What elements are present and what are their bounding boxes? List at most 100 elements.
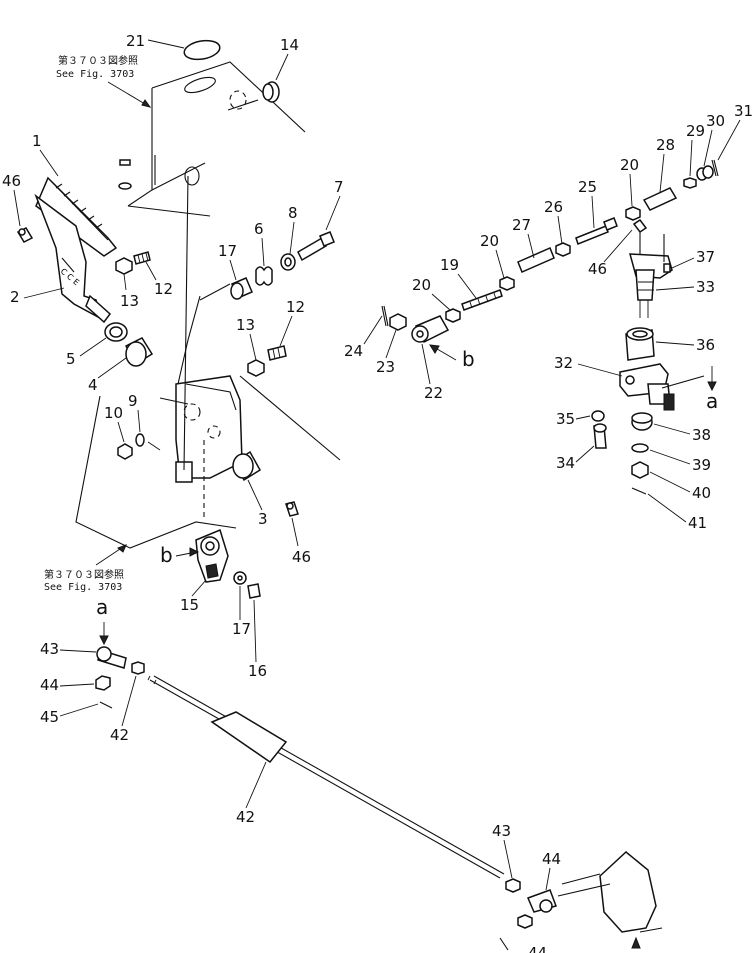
part-45-cotter-pin (99, 701, 113, 709)
reference-jp: 第３７０３図参照 (44, 568, 124, 581)
part-14-grommet (262, 81, 280, 103)
injection-pump-lever (557, 851, 663, 933)
letter-b-left: b (160, 543, 173, 567)
part-12-bolt-middle (267, 345, 287, 361)
part-35-bushing (625, 327, 655, 361)
part-6-spring (255, 266, 273, 286)
label-35: 36 (696, 336, 715, 354)
part-3-bushing (232, 450, 262, 482)
part-24-threaded-rod (575, 217, 618, 245)
lower-cotter (499, 937, 509, 951)
label-11: 10 (104, 404, 123, 422)
part-8-washer (280, 253, 296, 271)
part-7-bolt (297, 231, 335, 262)
part-37-bushing (631, 412, 653, 431)
part-44-nut-upper (95, 675, 111, 691)
part-46-grease-fitting-middle (285, 501, 299, 517)
reference-note-bottom: 第３７０３図参照 See Fig. 3703 (44, 544, 127, 593)
part-13-nut-upper (115, 257, 133, 275)
part-22-nut (389, 313, 407, 331)
label-18: 17 (232, 620, 251, 638)
label-22: 23 (376, 358, 395, 376)
label-24: 25 (578, 178, 597, 196)
label-13-upper: 13 (120, 292, 139, 310)
floor-panel (127, 61, 306, 217)
label-46-middle: 46 (292, 548, 311, 566)
label-1: 1 (32, 132, 42, 150)
label-44-lower: 44 (528, 944, 547, 953)
label-43-upper: 43 (40, 640, 59, 658)
label-44-upper: 44 (40, 676, 59, 694)
part-42-nut-upper (131, 661, 145, 675)
label-37: 38 (692, 426, 711, 444)
part-43-rod-end-upper (96, 646, 127, 669)
part-16-lever (195, 528, 229, 583)
part-20-nut-b (499, 276, 515, 291)
part-4-bushing (124, 337, 154, 367)
part-20-nut-c (625, 206, 641, 221)
label-46-left: 46 (2, 172, 21, 190)
label-26: 27 (512, 216, 531, 234)
label-31: 32 (554, 354, 573, 372)
label-20-b: 20 (480, 232, 499, 250)
label-34: 35 (556, 410, 575, 428)
part-21-rod-end (411, 315, 450, 344)
part-31-bracket (619, 363, 705, 411)
label-41: 42 (236, 808, 255, 826)
label-19: 19 (440, 256, 459, 274)
label-16: 15 (180, 596, 199, 614)
letter-a-left: a (96, 595, 108, 619)
part-42-nut-lower (505, 878, 521, 893)
part-29-washer (696, 165, 714, 181)
label-23: 24 (344, 342, 363, 360)
letter-b-right: b (462, 347, 475, 371)
part-46-grease-fitting-right (632, 218, 648, 254)
label-33: 34 (556, 454, 575, 472)
label-20-c: 20 (620, 156, 639, 174)
label-12-upper: 12 (154, 280, 173, 298)
label-21: 22 (424, 384, 443, 402)
label-27: 28 (656, 136, 675, 154)
label-42-upper: 42 (110, 726, 129, 744)
label-9: 17 (218, 242, 237, 260)
reference-en: See Fig. 3703 (44, 582, 122, 593)
accelerator-pedal: C C E (34, 176, 118, 324)
part-18-washer (233, 571, 247, 585)
label-10: 9 (128, 392, 138, 410)
label-43-lower: 44 (542, 850, 561, 868)
part-46-grease-fitting-left (16, 227, 34, 243)
label-13-middle: 13 (236, 316, 255, 334)
reference-en: See Fig. 3703 (56, 69, 134, 80)
part-5-washer (104, 322, 128, 342)
part-43-rod-end-lower (526, 889, 557, 913)
part-15-plug (183, 39, 221, 61)
label-32: 33 (696, 278, 715, 296)
label-5: 5 (66, 350, 76, 368)
label-29: 30 (706, 112, 725, 130)
part-9-bushing (230, 277, 253, 300)
part-40-cotter-pin (631, 487, 647, 495)
label-4: 4 (88, 376, 98, 394)
part-33-bolt (593, 423, 607, 449)
label-12-middle: 12 (286, 298, 305, 316)
label-38: 39 (692, 456, 711, 474)
label-45: 45 (40, 708, 59, 726)
label-8: 8 (288, 204, 298, 222)
part-41-cable (147, 675, 505, 879)
reference-note-top: 第３７０３図参照 See Fig. 3703 (56, 54, 152, 108)
part-27-turnbuckle (642, 187, 678, 211)
part-28-nut (683, 177, 697, 189)
label-2: 2 (10, 288, 20, 306)
part-23-cotter-pin (381, 305, 389, 327)
linkage-rods (75, 175, 341, 549)
label-14: 14 (280, 36, 299, 54)
part-39-nut (631, 461, 649, 479)
part-13-nut-middle (247, 359, 265, 377)
part-34-washer (591, 410, 605, 422)
part-36-ball-joint (663, 263, 671, 273)
letter-a-right: a (706, 389, 718, 413)
label-25: 26 (544, 198, 563, 216)
label-3: 3 (258, 510, 268, 528)
label-17: 16 (248, 662, 267, 680)
part-38-washer (631, 443, 649, 453)
